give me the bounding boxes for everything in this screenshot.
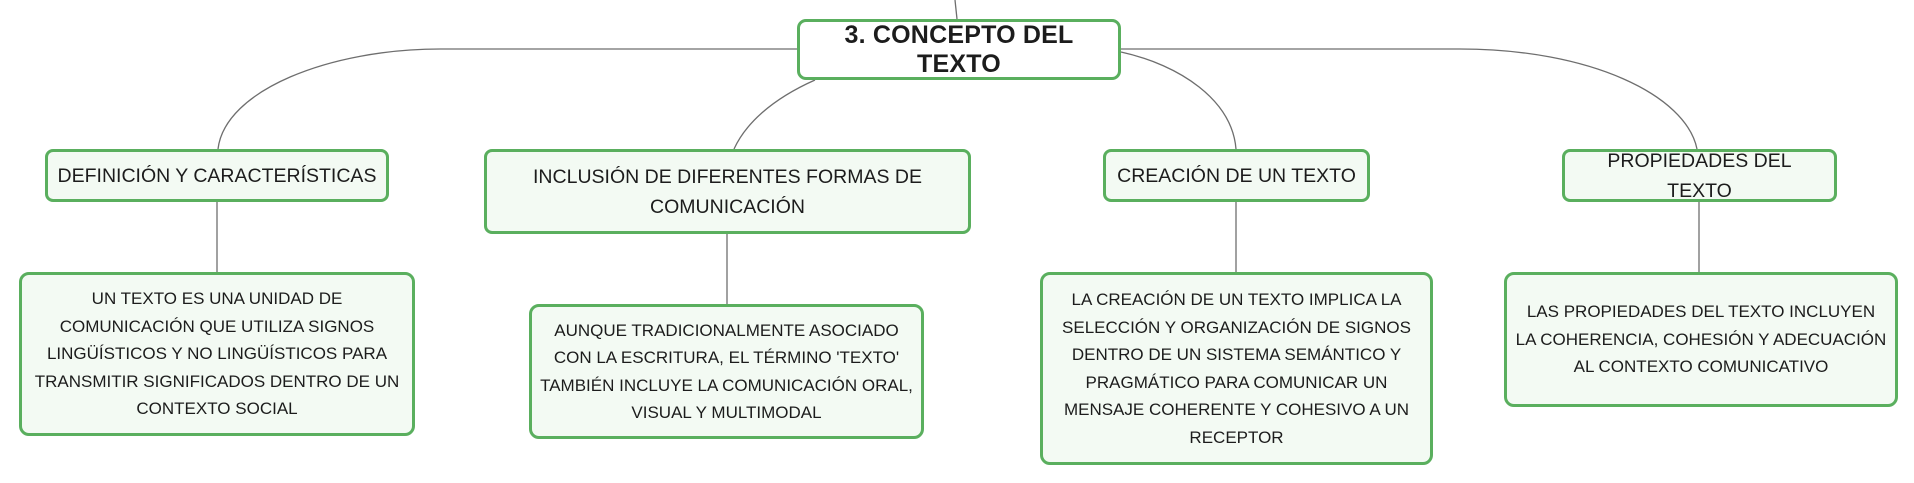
topic-definicion-y-caracteristicas[interactable]: DEFINICIÓN Y CARACTERÍSTICAS [45, 149, 389, 202]
topic-creacion-de-un-texto[interactable]: CREACIÓN DE UN TEXTO [1103, 149, 1370, 202]
root-topic-node[interactable]: 3. CONCEPTO DEL TEXTO [797, 19, 1121, 80]
connector-root-branch-2 [733, 79, 816, 150]
connector-incoming [954, 0, 958, 20]
detail-propiedades-del-texto[interactable]: LAS PROPIEDADES DEL TEXTO INCLUYEN LA CO… [1504, 272, 1898, 407]
topic-inclusion-formas-comunicacion[interactable]: INCLUSIÓN DE DIFERENTES FORMAS DE COMUNI… [484, 149, 971, 234]
connector-root-branch-4 [1121, 48, 1698, 150]
connector-root-branch-1 [217, 48, 797, 150]
detail-inclusion-formas-comunicacion[interactable]: AUNQUE TRADICIONALMENTE ASOCIADO CON LA … [529, 304, 924, 439]
detail-creacion-de-un-texto[interactable]: LA CREACIÓN DE UN TEXTO IMPLICA LA SELEC… [1040, 272, 1433, 465]
topic-propiedades-del-texto[interactable]: PROPIEDADES DEL TEXTO [1562, 149, 1837, 202]
detail-definicion-y-caracteristicas[interactable]: UN TEXTO ES UNA UNIDAD DE COMUNICACIÓN Q… [19, 272, 415, 436]
connector-root-branch-3 [1120, 51, 1237, 150]
